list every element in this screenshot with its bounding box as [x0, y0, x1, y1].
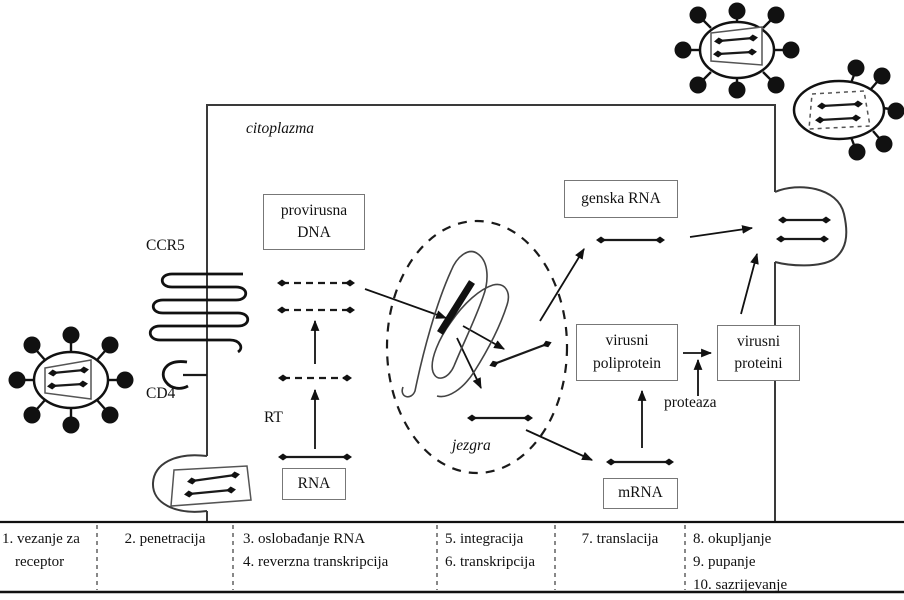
step-line: 2. penetracija — [124, 531, 206, 547]
mrna-box: mRNA — [603, 478, 678, 509]
genomic-rna-box: genska RNA — [564, 180, 678, 218]
virion-released-immature-icon — [792, 59, 904, 161]
virion-released-mature-icon — [674, 2, 800, 99]
protease-label: proteaza — [664, 394, 717, 411]
proviral-dna-strands — [277, 279, 355, 314]
rna-box: RNA — [282, 468, 346, 500]
viral-polyprotein-box: virusni poliprotein — [576, 324, 678, 381]
step-line: 5. integracija — [445, 531, 524, 547]
step-cell-binding: 1. vezanje za receptor — [2, 524, 95, 574]
step-cell-assembly-budding-maturation: 8. okupljanje 9. pupanje 10. sazrijevanj… — [693, 524, 898, 597]
proviral-dna-box: provirusna DNA — [263, 194, 365, 250]
ccr5-label: CCR5 — [146, 237, 185, 254]
nucleus-label: jezgra — [452, 437, 491, 454]
cd4-receptor-icon — [161, 360, 207, 390]
cell-membrane — [206, 104, 776, 521]
integrated-provirus-segment — [437, 280, 475, 335]
chromosome-squiggle — [401, 250, 510, 398]
step-line: 9. pupanje — [693, 554, 756, 570]
step-line: 4. reverzna transkripcija — [243, 554, 389, 570]
penetration-vesicle — [151, 454, 252, 513]
cytoplasm-label: citoplazma — [246, 120, 315, 137]
steps-table-lines — [0, 520, 904, 594]
virion-left-icon — [8, 326, 134, 434]
step-line: 6. transkripcija — [445, 554, 535, 570]
step-cell-uncoating-rt: 3. oslobađanje RNA 4. reverzna transkrip… — [243, 524, 435, 574]
budding-virion — [774, 186, 848, 267]
step-line: 8. okupljanje — [693, 531, 772, 547]
nucleus-outline — [385, 219, 569, 475]
step-cell-integration-transcription: 5. integracija 6. transkripcija — [445, 524, 553, 574]
rt-label: RT — [264, 409, 283, 426]
ccr5-receptor-icon — [148, 272, 250, 354]
step-cell-penetration: 2. penetracija — [99, 524, 231, 551]
step-line: 10. sazrijevanje — [693, 577, 788, 593]
flow-arrows — [310, 225, 759, 461]
step-line: receptor — [15, 554, 65, 570]
step-line: 3. oslobađanje RNA — [243, 531, 366, 547]
step-line: 1. vezanje za — [2, 531, 80, 547]
step-cell-translation: 7. translacija — [557, 524, 683, 551]
step-line: 7. translacija — [581, 531, 659, 547]
cd4-label: CD4 — [146, 385, 176, 402]
viral-proteins-box: virusni proteini — [717, 325, 800, 381]
